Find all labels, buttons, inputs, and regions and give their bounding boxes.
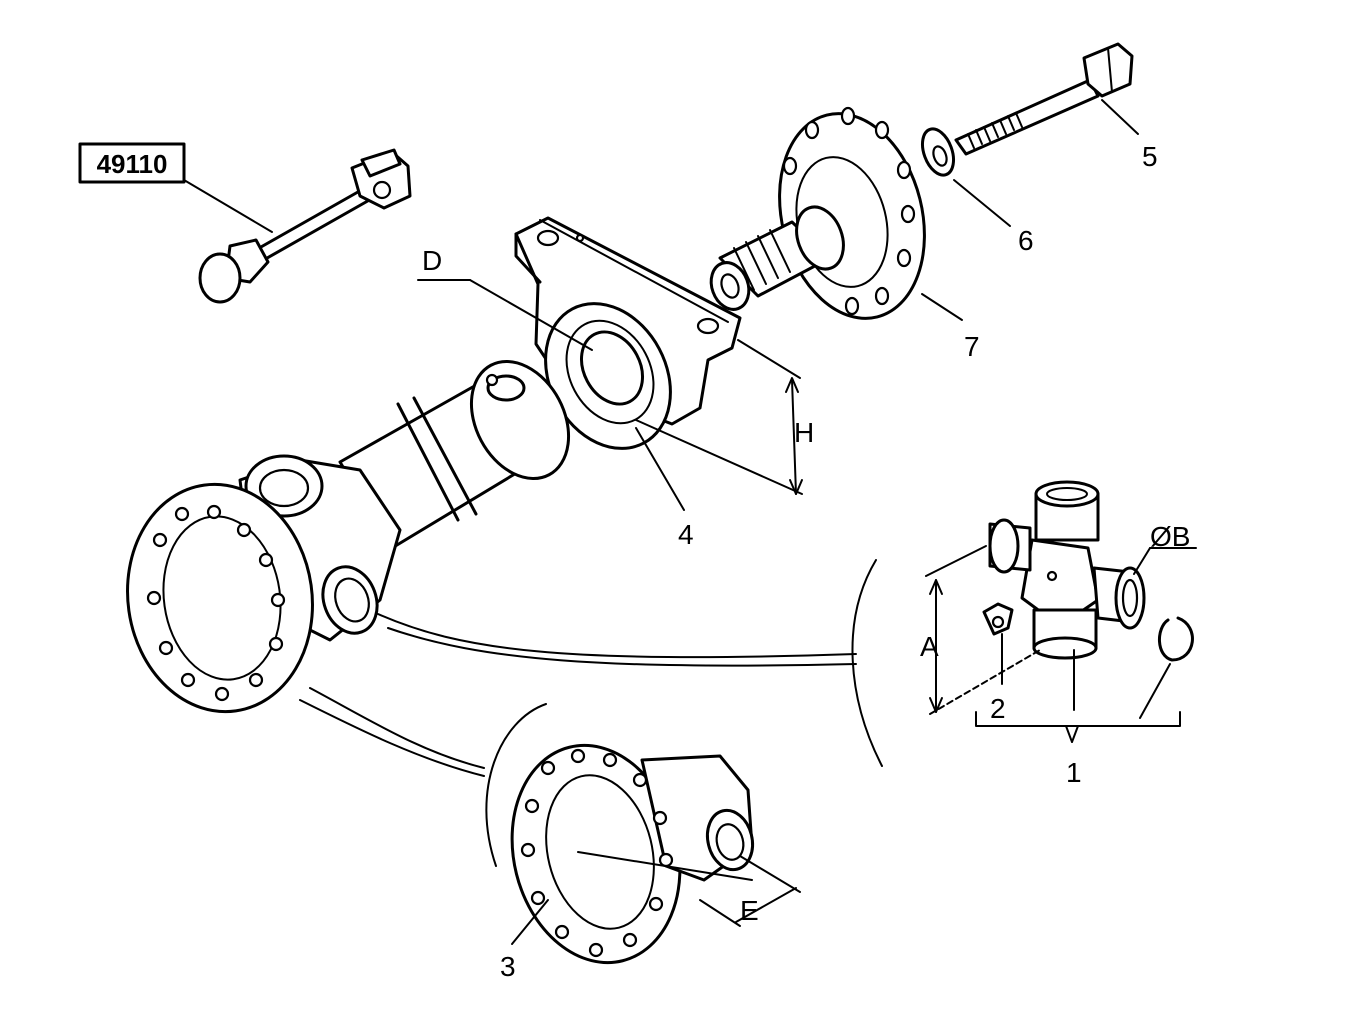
item-6-callout: 6 xyxy=(1018,225,1034,256)
dimension-h: H xyxy=(635,339,814,495)
item-3-callout: 3 xyxy=(500,951,516,982)
item-5-callout: 5 xyxy=(1142,141,1158,172)
circlip xyxy=(1158,616,1194,662)
dimension-h-label: H xyxy=(794,417,814,448)
propeller-shaft-body xyxy=(126,359,571,714)
tool-leader-line xyxy=(183,179,273,233)
item-4-center-bearing-support xyxy=(514,216,742,511)
item-7-callout: 7 xyxy=(964,331,980,362)
item-7-leader xyxy=(921,293,963,321)
item-2-callout: 2 xyxy=(990,693,1006,724)
item-7-stub-flange xyxy=(709,106,963,321)
tool-reference-label: 49110 xyxy=(97,149,168,179)
break-line-1 xyxy=(396,402,460,522)
dimension-b-label: ØB xyxy=(1150,521,1190,552)
dimension-e-label: E xyxy=(740,895,759,926)
item-3-leader xyxy=(511,899,549,945)
detail-link-line-1 xyxy=(377,613,857,659)
detail-link-line-2 xyxy=(309,687,485,769)
item-6-washer xyxy=(920,127,1011,227)
dimension-d: D xyxy=(417,245,593,351)
break-line-2 xyxy=(412,396,478,516)
item-1-universal-joint-kit: 1 xyxy=(975,480,1194,788)
dimension-b: ØB xyxy=(1133,521,1197,575)
detail-bracket-arc-2 xyxy=(485,703,547,867)
item-1-callout: 1 xyxy=(1066,757,1082,788)
item-2-grease-nipple: 2 xyxy=(982,602,1014,724)
item-4-leader xyxy=(635,427,685,511)
dimension-a: A xyxy=(920,545,1041,715)
item-5-bolt xyxy=(954,42,1139,156)
dimension-d-label: D xyxy=(422,245,442,276)
tool-reference-box xyxy=(78,142,186,184)
detail-bracket-arc-1 xyxy=(851,559,883,767)
item-4-callout: 4 xyxy=(678,519,694,550)
item-5-leader xyxy=(1101,99,1139,135)
tool-49110-puller: 49110 xyxy=(78,142,412,304)
item-6-leader xyxy=(953,179,1011,227)
dimension-e: E xyxy=(699,855,801,927)
dimension-a-label: A xyxy=(920,631,939,662)
item-3-flange-yoke xyxy=(510,743,755,965)
